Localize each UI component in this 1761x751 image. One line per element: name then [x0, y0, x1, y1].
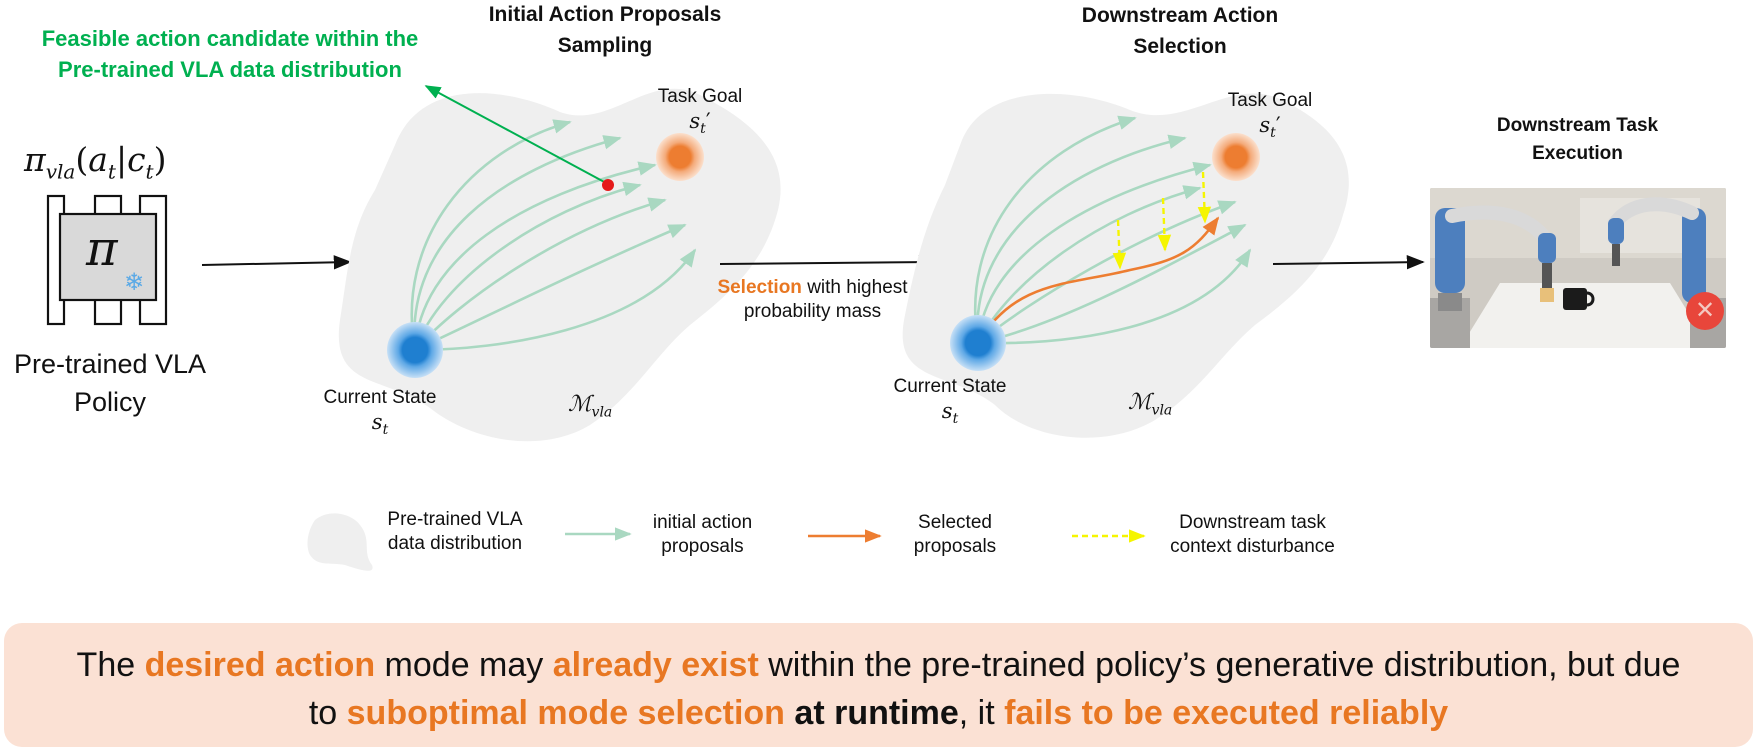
current-state-marker [387, 322, 443, 378]
feasible-candidate-dot [602, 179, 614, 191]
manifold-label: ℳvla [568, 392, 613, 421]
policy-chip-icon [46, 194, 168, 326]
task-goal-label-2: Task Goal st′ [1227, 90, 1313, 142]
arrow-selection-to-execution [1272, 255, 1425, 270]
legend-selected-label: Selected proposals [913, 512, 997, 557]
initial-proposals-group-1 [410, 119, 697, 352]
summary-banner: The desired action mode may already exis… [4, 623, 1753, 747]
current-state-label: Current State st [323, 387, 437, 439]
legend-disturbance-label: Downstream task context disturbance [1170, 512, 1335, 557]
robot-execution-image: ✕ [1430, 188, 1726, 348]
execution-title: Downstream Task Execution [1496, 115, 1659, 164]
snowflake-icon: ❄ [124, 269, 145, 296]
sampling-title: Initial Action Proposals Sampling [488, 3, 722, 57]
current-state-label-2: Current State st [893, 376, 1007, 428]
disturbance-arrows [1112, 171, 1212, 270]
selected-proposal-arrow [976, 216, 1220, 344]
policy-label: Pre-trained VLA Policy [13, 349, 207, 417]
feasible-annotation: Feasible action candidate within the Pre… [41, 26, 419, 82]
task-goal-marker-2 [1212, 133, 1260, 181]
selection-title: Downstream Action Selection [1081, 4, 1279, 58]
annotation-arrow [424, 85, 609, 185]
legend-blob-icon [307, 513, 373, 571]
selection-caption: Selection with highest probability mass [717, 277, 908, 322]
summary-text: The desired action mode may already exis… [76, 646, 1681, 732]
pi-glyph: π [86, 221, 118, 277]
policy-formula: πvla(at|ct) [24, 140, 167, 184]
manifold-label-2: ℳvla [1128, 390, 1173, 419]
failure-icon: ✕ [1686, 292, 1724, 330]
task-goal-marker [656, 133, 704, 181]
arrow-sampling-to-selection [719, 254, 937, 270]
arrow-policy-to-sampling [201, 255, 352, 270]
task-goal-label: Task Goal st′ [657, 86, 743, 138]
current-state-marker-2 [950, 315, 1006, 371]
legend-dist-label: Pre-trained VLA data distribution [387, 509, 523, 554]
legend-initial-label: initial action proposals [652, 512, 753, 557]
